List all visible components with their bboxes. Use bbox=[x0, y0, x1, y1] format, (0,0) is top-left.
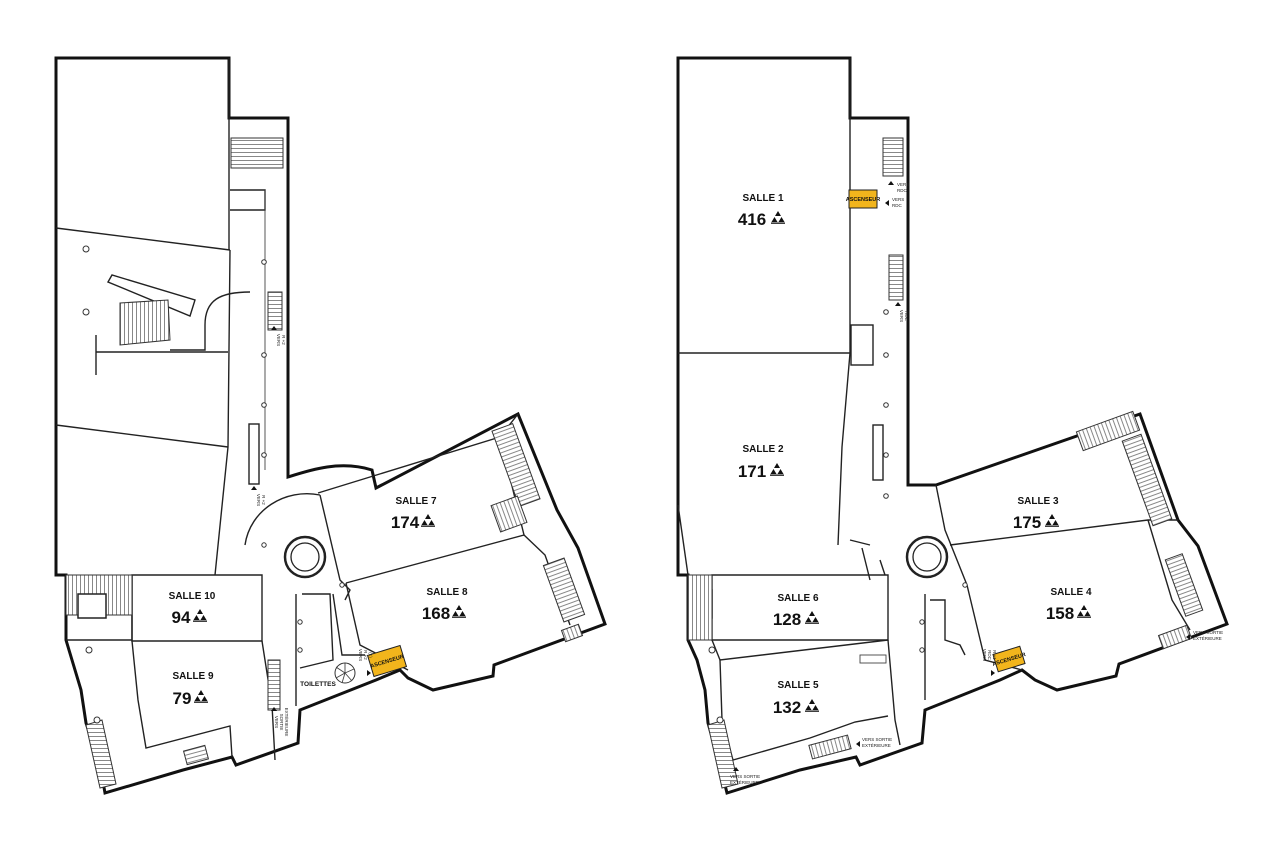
stair-sign-rdc-elevator: VERS RDC bbox=[885, 197, 904, 208]
room-salle-10-name: SALLE 10 bbox=[169, 591, 216, 602]
building-outline-right bbox=[676, 56, 1229, 795]
svg-text:R +2: R +2 bbox=[363, 650, 368, 660]
exit-sign-right-3: VERS SORTIE EXTÉRIEURE bbox=[730, 767, 760, 785]
direction-arrow-icon bbox=[895, 302, 901, 306]
svg-text:VERS: VERS bbox=[982, 649, 987, 661]
room-salle-6-name: SALLE 6 bbox=[777, 593, 819, 604]
floor-plan-right bbox=[676, 56, 1229, 795]
room-salle-1-capacity: 416 bbox=[738, 210, 766, 229]
room-salle-7[interactable]: SALLE 7 174 bbox=[391, 496, 437, 532]
direction-arrow-icon bbox=[367, 670, 371, 676]
direction-arrow-icon bbox=[271, 707, 277, 711]
direction-arrow-icon bbox=[888, 181, 894, 185]
svg-text:(1): (1) bbox=[368, 652, 373, 658]
svg-text:EXTÉRIEURE: EXTÉRIEURE bbox=[284, 708, 290, 737]
svg-text:RDC: RDC bbox=[897, 188, 907, 193]
room-salle-8[interactable]: SALLE 8 168 bbox=[422, 587, 468, 623]
room-salle-2-name: SALLE 2 bbox=[742, 444, 784, 455]
room-salle-3[interactable]: SALLE 3 175 bbox=[1013, 496, 1059, 532]
exit-sign-right-1: VERS SORTIE EXTÉRIEURE bbox=[1186, 630, 1223, 641]
svg-text:VERS SORTIE: VERS SORTIE bbox=[1193, 630, 1223, 635]
direction-arrow-icon bbox=[1186, 634, 1190, 640]
svg-text:R +2: R +2 bbox=[281, 335, 286, 345]
room-salle-5-name: SALLE 5 bbox=[777, 680, 819, 691]
room-salle-2-capacity: 171 bbox=[738, 462, 766, 481]
room-salle-9-capacity: 79 bbox=[173, 689, 192, 708]
svg-text:VERS: VERS bbox=[276, 334, 281, 346]
room-salle-5[interactable]: SALLE 5 132 bbox=[773, 680, 819, 717]
stair-sign-rdc-top: VERS RDC bbox=[888, 181, 909, 193]
exit-sign-left: VERS SORTIE EXTÉRIEURE bbox=[271, 707, 290, 736]
direction-arrow-icon bbox=[991, 670, 995, 676]
room-salle-4-capacity: 158 bbox=[1046, 604, 1074, 623]
toilets-label: TOILETTES bbox=[300, 681, 336, 688]
stair-sign-spiral: VERS R +2 (1) bbox=[358, 649, 373, 676]
room-salle-5-capacity: 132 bbox=[773, 698, 801, 717]
direction-arrow-icon bbox=[251, 486, 257, 490]
room-salle-4-name: SALLE 4 bbox=[1050, 587, 1092, 598]
svg-text:RDC: RDC bbox=[987, 650, 992, 660]
svg-text:EXTÉRIEURE: EXTÉRIEURE bbox=[1193, 635, 1222, 641]
svg-text:VERS: VERS bbox=[256, 494, 261, 506]
svg-text:VERS: VERS bbox=[899, 310, 904, 322]
room-salle-7-name: SALLE 7 bbox=[395, 496, 437, 507]
svg-text:EXTÉRIEURE: EXTÉRIEURE bbox=[862, 742, 891, 748]
svg-text:R +2: R +2 bbox=[261, 495, 266, 505]
room-salle-4[interactable]: SALLE 4 158 bbox=[1046, 587, 1092, 623]
svg-text:VERS: VERS bbox=[897, 182, 909, 187]
svg-text:VERS: VERS bbox=[892, 197, 904, 202]
direction-arrow-icon bbox=[271, 326, 277, 330]
svg-text:RDC: RDC bbox=[904, 311, 909, 321]
room-salle-3-capacity: 175 bbox=[1013, 513, 1041, 532]
svg-text:RDC: RDC bbox=[892, 203, 902, 208]
room-salle-1[interactable]: SALLE 1 416 bbox=[738, 193, 785, 229]
direction-arrow-icon bbox=[885, 200, 889, 206]
room-salle-8-capacity: 168 bbox=[422, 604, 450, 623]
room-salle-1-name: SALLE 1 bbox=[742, 193, 784, 204]
stair-sign-rdc-mid: VERS RDC bbox=[895, 302, 909, 322]
room-salle-9-name: SALLE 9 bbox=[172, 671, 214, 682]
direction-arrow-icon bbox=[733, 767, 739, 771]
elevator-label: ASCENSEUR bbox=[846, 197, 881, 203]
room-salle-2[interactable]: SALLE 2 171 bbox=[738, 444, 784, 481]
svg-text:SORTIE: SORTIE bbox=[279, 714, 284, 731]
direction-arrow-icon bbox=[856, 741, 860, 747]
stair-sign-r1: VERS RDC R +1 bbox=[982, 649, 997, 676]
svg-text:VERS SORTIE: VERS SORTIE bbox=[730, 774, 760, 779]
svg-text:VERS: VERS bbox=[358, 649, 363, 661]
svg-text:EXTÉRIEURE: EXTÉRIEURE bbox=[730, 779, 759, 785]
svg-text:R +1: R +1 bbox=[992, 650, 997, 660]
room-salle-10-capacity: 94 bbox=[172, 608, 191, 627]
room-salle-6-capacity: 128 bbox=[773, 610, 801, 629]
room-salle-8-name: SALLE 8 bbox=[426, 587, 468, 598]
stair-sign-lower: VERS R +2 bbox=[251, 486, 266, 506]
floor-plan-left bbox=[54, 56, 607, 795]
room-salle-7-capacity: 174 bbox=[391, 513, 420, 532]
room-salle-6[interactable]: SALLE 6 128 bbox=[773, 593, 819, 629]
svg-text:VERS: VERS bbox=[274, 716, 279, 728]
room-salle-10[interactable]: SALLE 10 94 bbox=[169, 591, 216, 627]
stair-sign-upper: VERS R +2 bbox=[271, 326, 286, 346]
svg-text:VERS SORTIE: VERS SORTIE bbox=[862, 737, 892, 742]
exit-sign-right-2: VERS SORTIE EXTÉRIEURE bbox=[856, 737, 892, 748]
room-salle-3-name: SALLE 3 bbox=[1017, 496, 1059, 507]
room-salle-9[interactable]: SALLE 9 79 bbox=[172, 671, 214, 708]
